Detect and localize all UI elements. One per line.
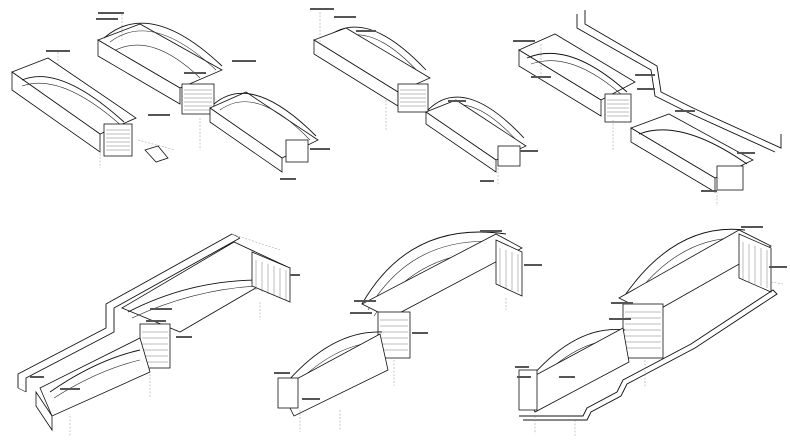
long-stepped-wall xyxy=(17,233,241,393)
lower-trough xyxy=(35,337,151,432)
panel-6-drawing xyxy=(515,226,787,436)
arched-bridge-right xyxy=(209,91,319,173)
lower-arch-and-stepped-base xyxy=(518,289,778,421)
arched-bridge-bottom xyxy=(425,96,527,173)
stepped-trough-lower xyxy=(630,113,754,193)
stepped-wall-top xyxy=(518,10,782,153)
arched-bridge-upper xyxy=(97,22,223,115)
panel-4-drawing xyxy=(17,233,300,436)
panel-3-drawing xyxy=(513,10,782,206)
big-arch-upper xyxy=(361,231,523,359)
upper-trough-with-arch xyxy=(121,241,291,369)
panel-2-drawing xyxy=(310,8,538,186)
big-arch-upper-right xyxy=(618,228,772,359)
arched-bridge-top xyxy=(313,26,431,113)
trough-lower-left xyxy=(11,57,176,163)
small-arch-lower xyxy=(277,331,389,417)
panel-1-drawing xyxy=(11,12,330,180)
panel-5-drawing xyxy=(274,230,542,432)
